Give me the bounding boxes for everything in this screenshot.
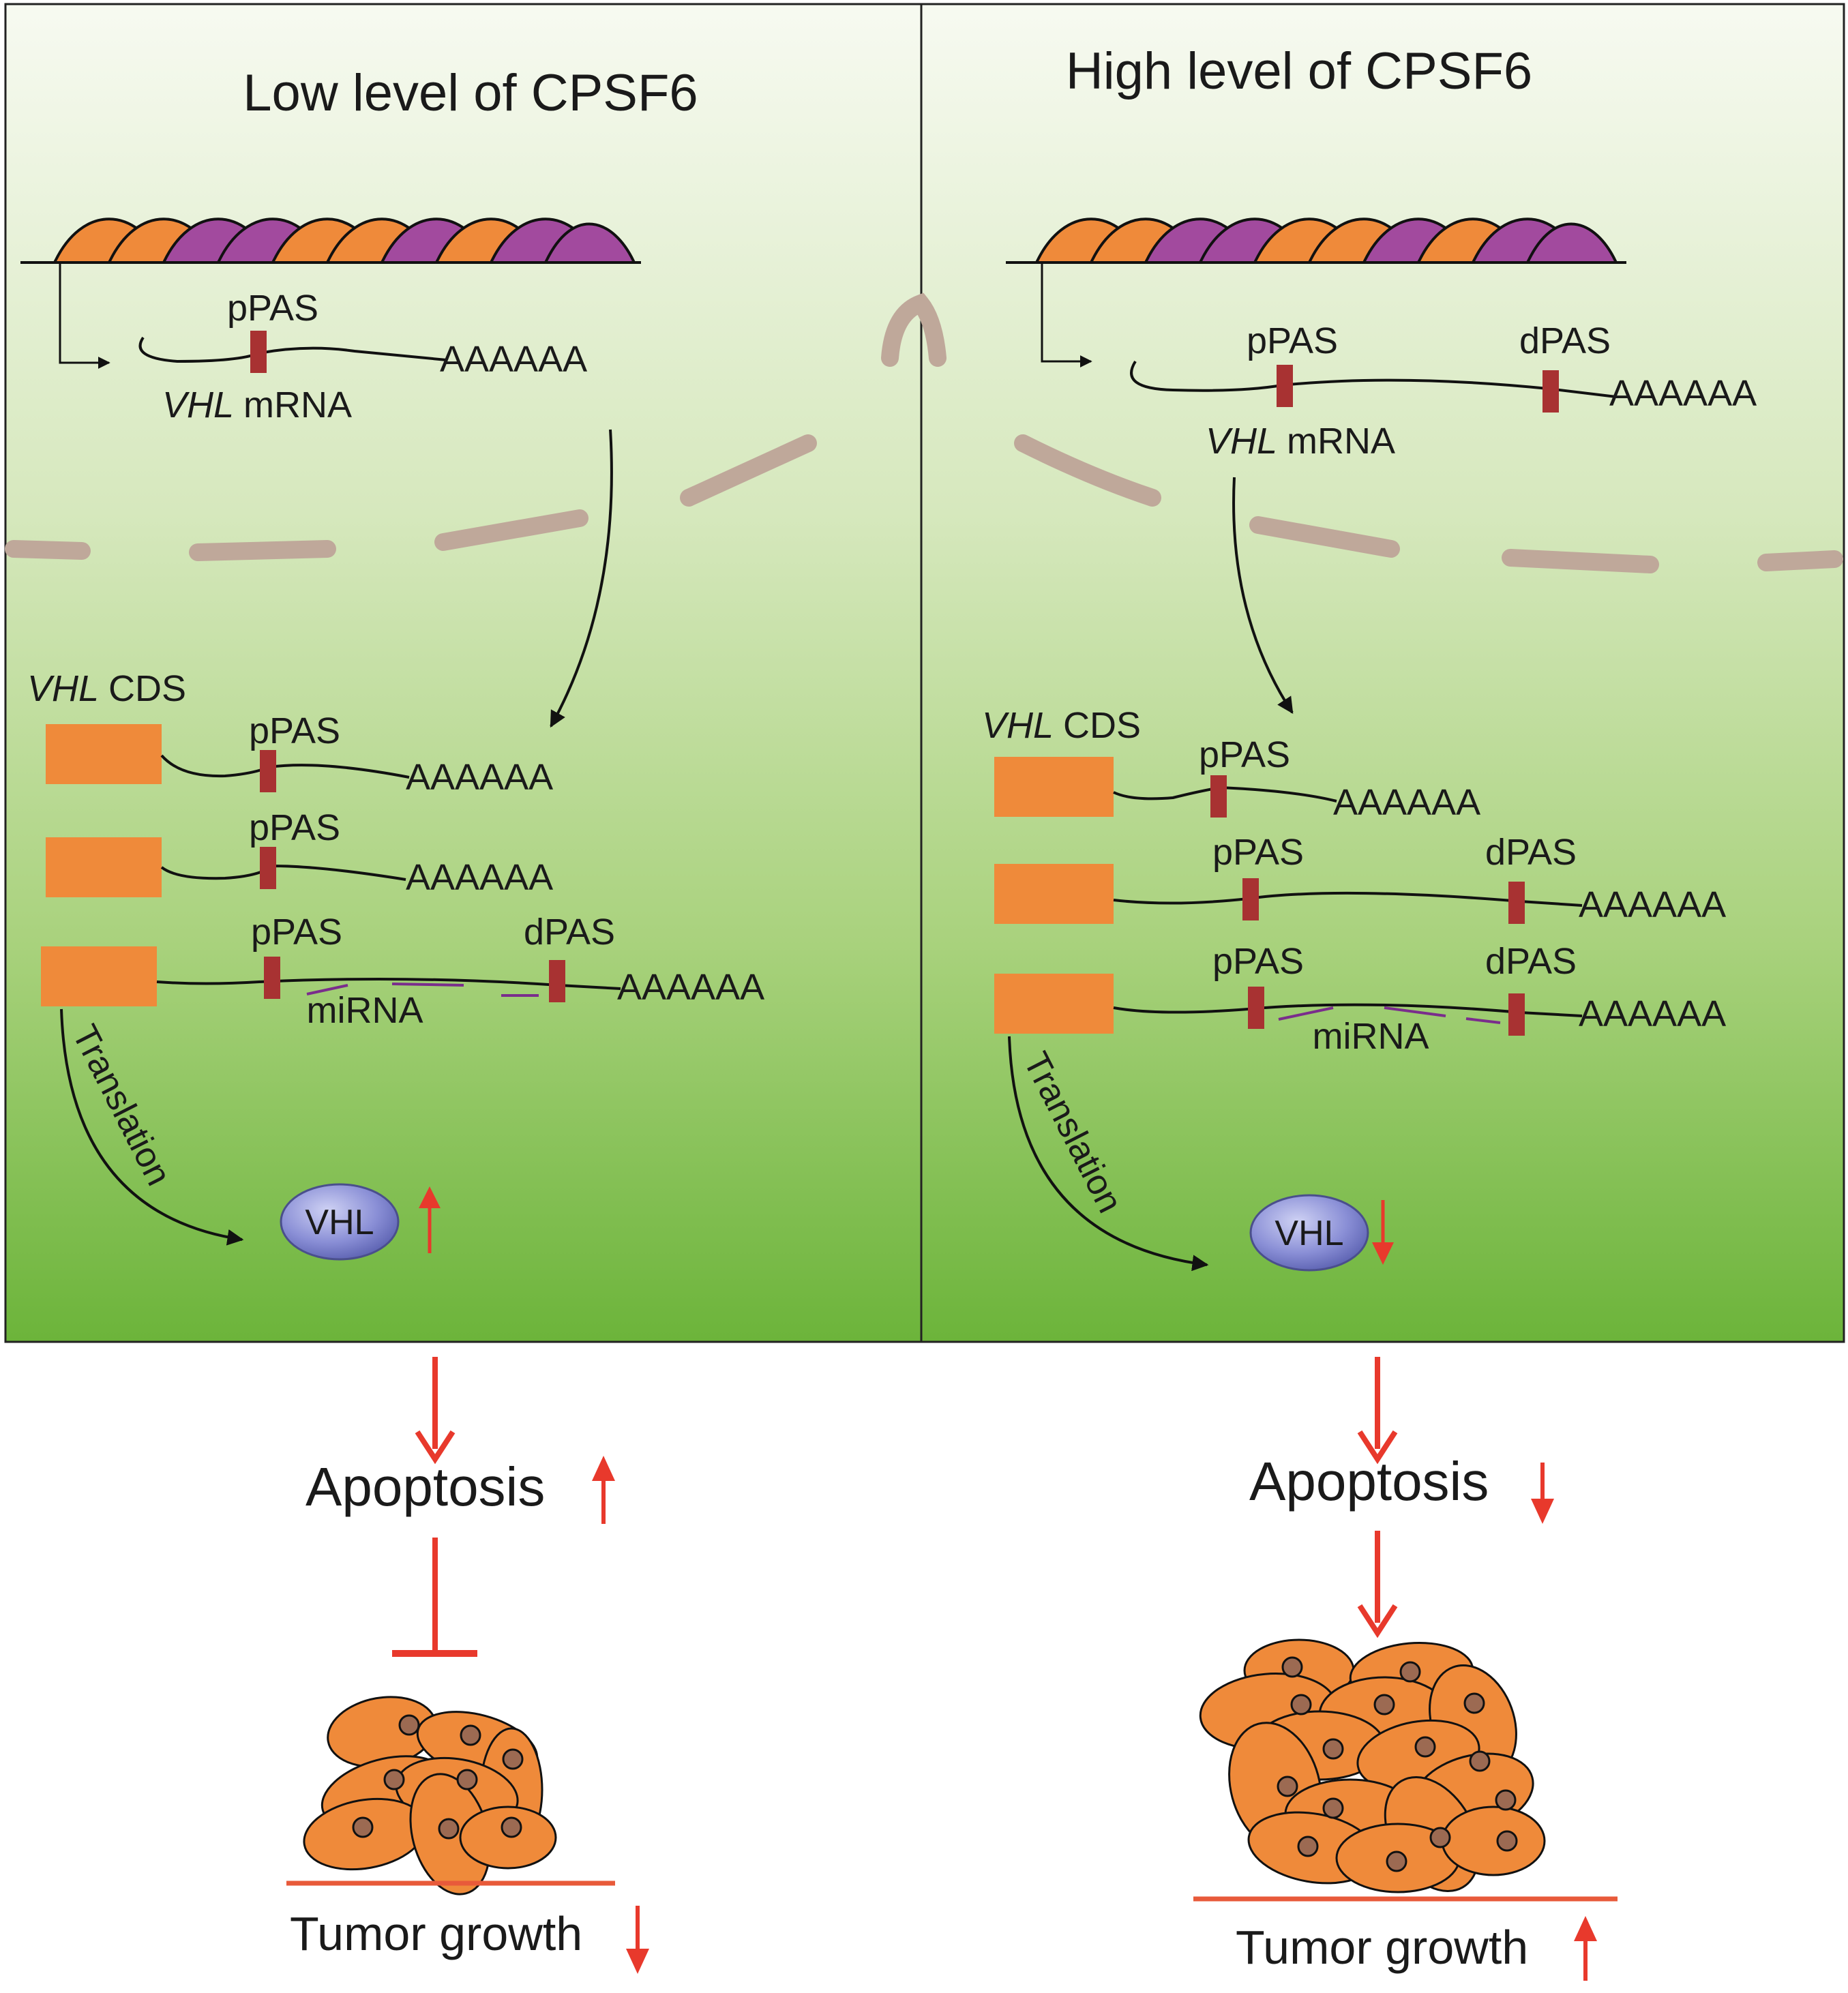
right-t2-dpas-marker [1508, 882, 1525, 924]
left-t3-dpas-label: dPAS [524, 912, 615, 953]
right-t1-polyA: AAAAAA [1333, 782, 1480, 823]
left-t1-ppas-marker [260, 750, 276, 792]
right-vhl-protein [1249, 1194, 1369, 1272]
nuclear-membrane [5, 293, 1843, 573]
right-nuclear-dpas-marker [1543, 370, 1559, 413]
left-nuclear-polyA: AAAAAA [440, 339, 587, 380]
left-export-arrow [550, 429, 613, 728]
left-vhl-protein [280, 1183, 400, 1261]
right-dna-helix [1006, 218, 1626, 264]
right-t3-dpas-label: dPAS [1485, 941, 1577, 982]
left-cds-box-1 [46, 724, 162, 784]
left-t1-polyA: AAAAAA [406, 757, 553, 798]
left-translation-arrow [60, 1008, 244, 1246]
left-t2-ppas-label: pPAS [249, 807, 340, 848]
right-t2-polyA: AAAAAA [1579, 884, 1726, 925]
left-vhl-up-arrow [419, 1186, 441, 1253]
left-t3-ppas-marker [264, 957, 280, 999]
left-cds-box-3 [41, 946, 157, 1006]
right-t3-ppas-label: pPAS [1212, 941, 1304, 982]
left-nuclear-ppas-marker [250, 331, 267, 373]
right-t3-ppas-marker [1248, 987, 1264, 1029]
left-inhibition-bar [392, 1538, 477, 1657]
right-panel-title: High level of CPSF6 [1066, 42, 1532, 100]
right-vhl-protein-label: VHL [1275, 1214, 1343, 1253]
right-tumor-up-arrow [1574, 1916, 1597, 1981]
left-apoptosis-label: Apoptosis [305, 1456, 545, 1517]
right-apoptosis-down-arrow [1531, 1463, 1554, 1524]
right-transcription-arrow [1041, 263, 1092, 368]
left-mirna-label: miRNA [307, 990, 423, 1031]
right-mirna-strand [1278, 1006, 1501, 1024]
left-t2-polyA: AAAAAA [406, 857, 553, 898]
left-transcript-3: pPAS dPAS miRNA AAAAAA [41, 912, 764, 1031]
right-nuclear-dpas-label: dPAS [1519, 320, 1611, 361]
left-dna-helix [20, 218, 641, 264]
right-cds-box-2 [994, 864, 1114, 924]
right-export-arrow [1232, 477, 1294, 715]
right-apoptosis-label: Apoptosis [1249, 1451, 1489, 1512]
right-cds-box-3 [994, 974, 1114, 1034]
right-outcome-arrow-1 [1357, 1357, 1398, 1465]
left-transcript-2: pPAS AAAAAA [46, 807, 553, 898]
right-t2-ppas-label: pPAS [1212, 832, 1304, 873]
right-outcome-arrow-2 [1357, 1531, 1398, 1638]
right-cds-box-1 [994, 757, 1114, 817]
right-t2-ppas-marker [1242, 878, 1259, 920]
cell-panel-background [4, 3, 1845, 1343]
right-transcript-3: pPAS dPAS miRNA AAAAAA [994, 941, 1726, 1057]
right-tumor-growth-label: Tumor growth [1236, 1921, 1528, 1974]
right-translation-arrow [1008, 1036, 1209, 1272]
left-nuclear-mrna [138, 336, 447, 363]
left-vhl-protein-label: VHL [305, 1203, 374, 1242]
right-t3-polyA: AAAAAA [1579, 993, 1726, 1034]
right-t2-dpas-label: dPAS [1485, 832, 1577, 873]
right-nuclear-polyA: AAAAAA [1609, 373, 1757, 414]
left-transcript-1: pPAS AAAAAA [46, 710, 553, 798]
right-nuclear-mrna [1130, 360, 1617, 398]
right-t1-ppas-marker [1210, 775, 1227, 818]
right-transcript-1: pPAS AAAAAA [994, 734, 1480, 823]
left-t3-dpas-marker [549, 960, 565, 1002]
right-mirna-label: miRNA [1313, 1016, 1429, 1057]
left-tumor-cluster [303, 1696, 557, 1895]
left-t2-ppas-marker [260, 847, 276, 889]
left-panel-title: Low level of CPSF6 [243, 64, 698, 122]
right-vhl-down-arrow [1372, 1200, 1394, 1265]
left-tumor-growth-label: Tumor growth [290, 1907, 582, 1960]
right-transcript-2: pPAS dPAS AAAAAA [994, 832, 1726, 925]
right-t1-ppas-label: pPAS [1199, 734, 1290, 775]
left-outcome-arrow-1 [415, 1357, 456, 1465]
left-nuclear-ppas-label: pPAS [227, 288, 318, 329]
left-tumor-down-arrow [626, 1906, 649, 1974]
right-t3-dpas-marker [1508, 993, 1525, 1036]
right-nuclear-ppas-marker [1277, 365, 1293, 407]
left-cds-box-2 [46, 837, 162, 897]
left-transcription-arrow [59, 263, 110, 369]
right-nuclear-ppas-label: pPAS [1247, 320, 1338, 361]
left-t3-ppas-label: pPAS [251, 912, 342, 953]
left-apoptosis-up-arrow [592, 1456, 615, 1524]
left-t1-ppas-label: pPAS [249, 710, 340, 751]
left-t3-polyA: AAAAAA [617, 967, 764, 1008]
right-tumor-cluster [1199, 1638, 1546, 1893]
left-mirna-strand [306, 983, 539, 997]
